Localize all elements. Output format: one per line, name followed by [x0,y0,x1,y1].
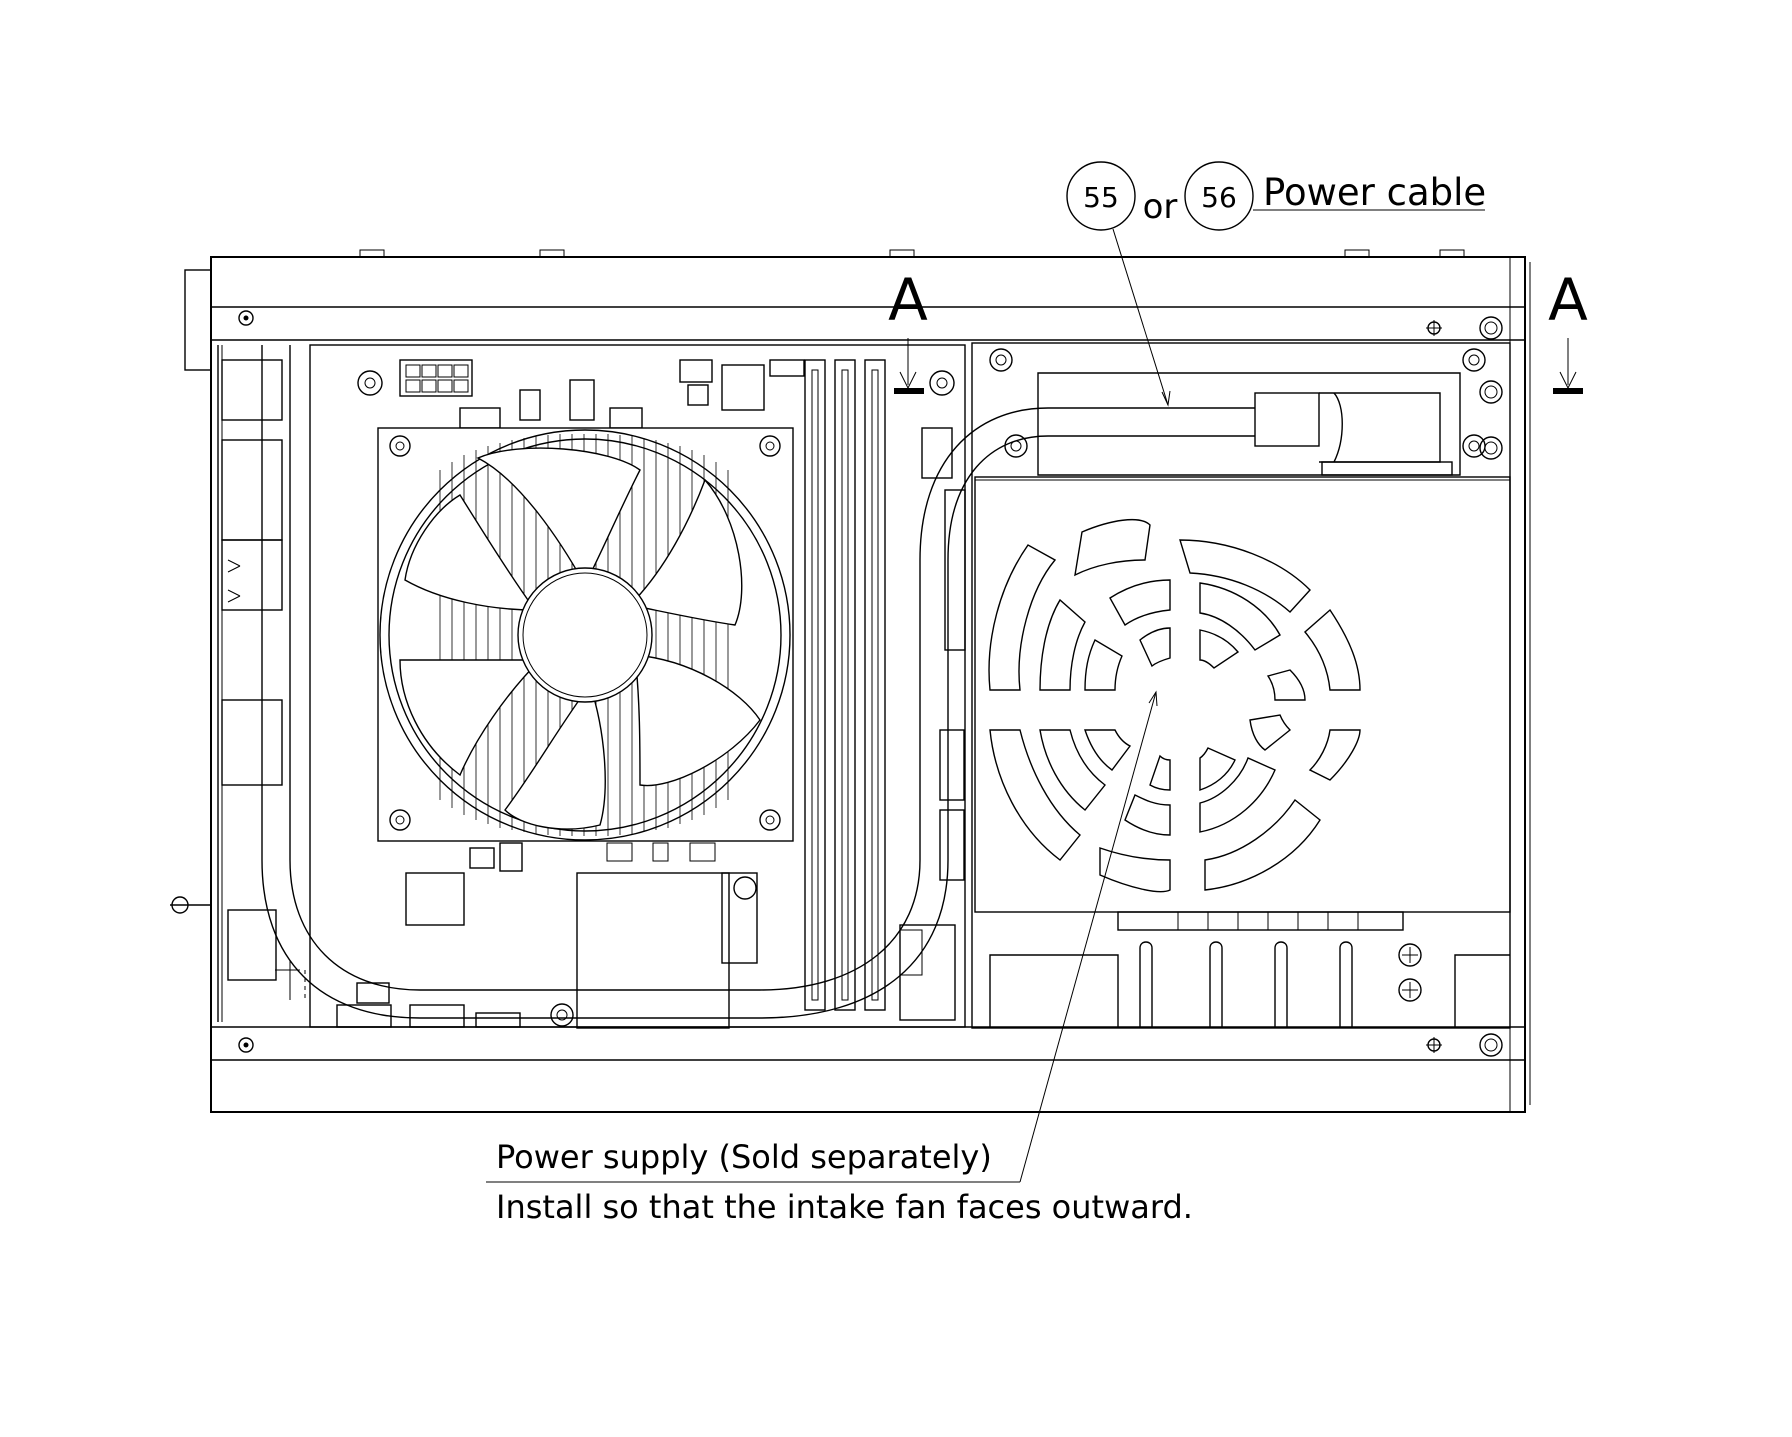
fan-blades [399,447,761,830]
callout-connector: or [1143,187,1178,227]
power-supply-callout: Power supply (Sold separately) Install s… [486,690,1193,1226]
screw-icon [238,310,1503,1057]
part-number-55: 55 [1083,181,1119,214]
io-panel [221,359,306,1000]
power-cable [261,345,1255,1019]
psu-fan-grille [988,519,1361,893]
cpu-cooler [377,427,794,842]
motherboard [309,344,966,1029]
install-note: Install so that the intake fan faces out… [496,1188,1193,1226]
part-number-56: 56 [1201,181,1237,214]
power-supply [971,342,1511,1029]
memory-slots [804,359,886,1011]
power-cable-callout: 55 or 56 Power cable [1066,161,1486,407]
power-supply-note: Power supply (Sold separately) [496,1138,992,1176]
power-cable-label: Power cable [1263,171,1486,214]
section-mark-left: A [888,266,928,394]
section-mark-right: A [1548,266,1588,394]
section-label-left: A [888,266,928,334]
section-label-right: A [1548,266,1588,334]
